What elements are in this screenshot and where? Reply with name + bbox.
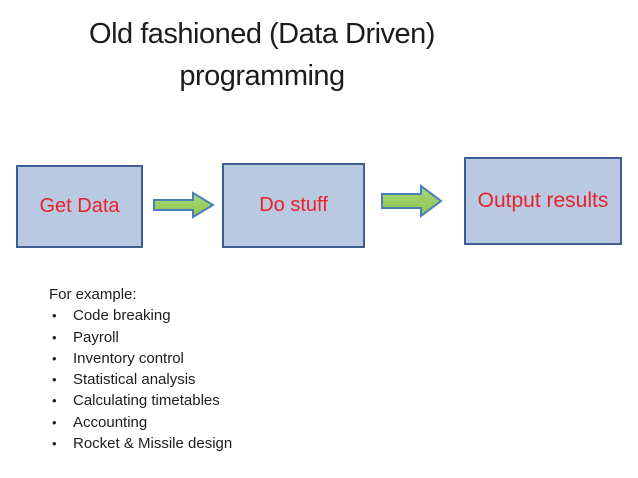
flow-box-output-results: Output results xyxy=(464,157,622,245)
bullet-icon: • xyxy=(52,393,57,409)
list-item: • Statistical analysis xyxy=(49,369,232,390)
list-item-text: Accounting xyxy=(73,413,148,431)
list-item: • Rocket & Missile design xyxy=(49,433,232,454)
list-item: • Inventory control xyxy=(49,348,232,369)
bullet-icon: • xyxy=(52,372,57,388)
slide-title: Old fashioned (Data Driven) programming xyxy=(0,13,524,97)
list-item-text: Calculating timetables xyxy=(73,392,220,410)
bullet-icon: • xyxy=(52,414,57,430)
slide-title-line1: Old fashioned (Data Driven) xyxy=(89,18,435,50)
arrow-right-icon xyxy=(381,184,443,218)
flow-box-get-data-label: Get Data xyxy=(39,195,120,217)
flow-box-output-results-label: Output results xyxy=(477,189,609,212)
list-item-text: Inventory control xyxy=(73,349,184,367)
list-item: • Code breaking xyxy=(49,305,232,326)
flow-box-get-data: Get Data xyxy=(16,165,143,248)
bullet-icon: • xyxy=(52,308,57,324)
list-item-text: Rocket & Missile design xyxy=(73,435,233,453)
list-item: • Calculating timetables xyxy=(49,390,232,411)
bullet-icon: • xyxy=(52,329,57,345)
examples-list: For example: • Code breaking • Payroll •… xyxy=(49,284,232,454)
slide-title-line2: programming xyxy=(179,60,345,92)
arrow-right-icon xyxy=(153,191,215,219)
bullet-icon: • xyxy=(52,350,57,366)
list-item-text: Payroll xyxy=(73,328,119,346)
list-item-text: Statistical analysis xyxy=(73,371,196,389)
bullet-icon: • xyxy=(52,436,57,452)
list-item: • Accounting xyxy=(49,412,232,433)
list-item: • Payroll xyxy=(49,327,232,348)
examples-heading: For example: xyxy=(49,286,137,303)
flow-box-do-stuff-label: Do stuff xyxy=(259,194,328,216)
list-item-text: Code breaking xyxy=(73,307,171,325)
flow-box-do-stuff: Do stuff xyxy=(222,163,365,248)
